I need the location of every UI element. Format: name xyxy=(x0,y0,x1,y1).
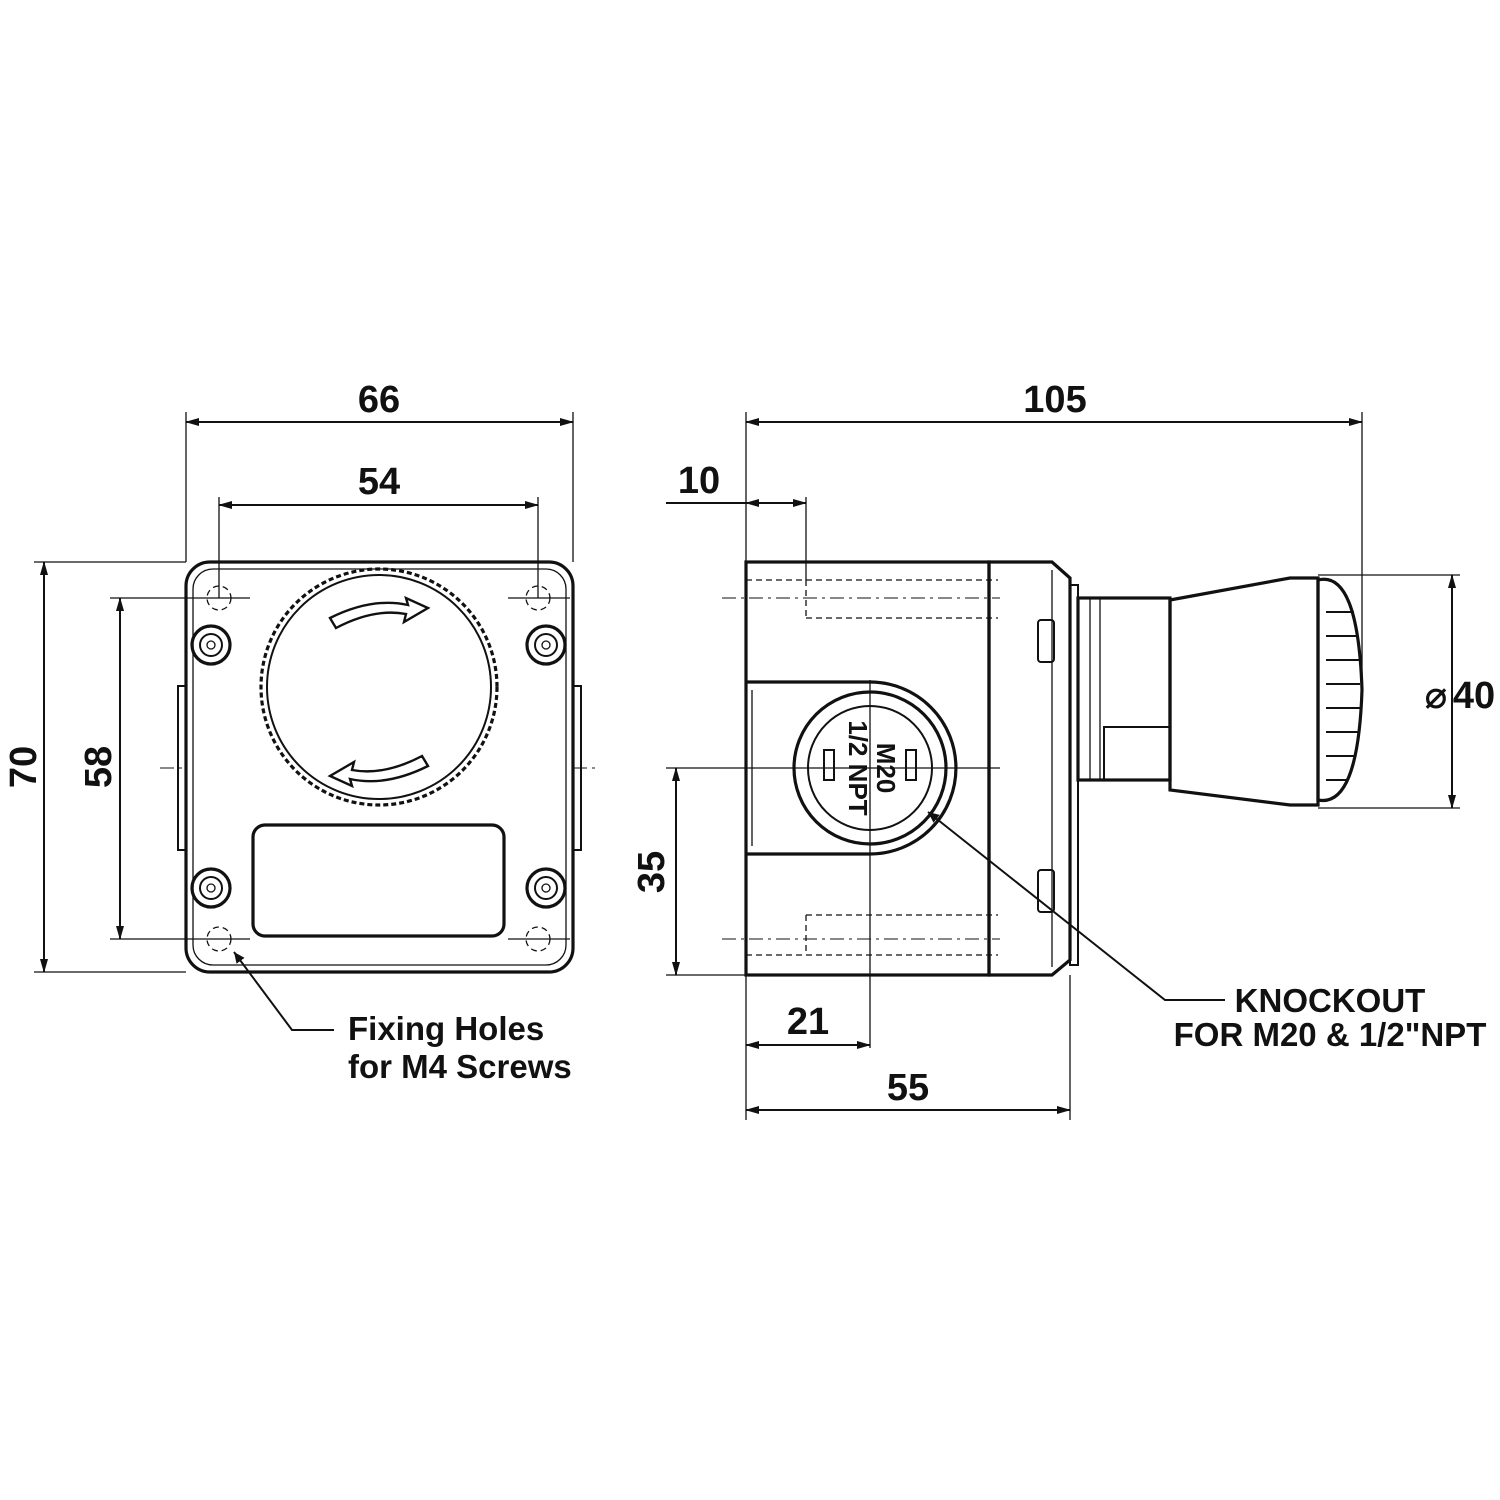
dim-58-label: 58 xyxy=(78,746,120,788)
dim-35-label: 35 xyxy=(631,851,673,893)
knockout-leader xyxy=(927,811,1225,1001)
screw-top-right xyxy=(525,624,567,666)
dim-66-label: 66 xyxy=(358,379,400,421)
side-hole-center-lines xyxy=(722,597,1000,940)
button-stem xyxy=(1076,596,1172,782)
screw-bottom-right xyxy=(525,867,567,909)
stem-key xyxy=(1103,726,1171,781)
diameter-icon: ⌀ xyxy=(1425,675,1448,717)
front-enclosure-inner xyxy=(192,568,567,966)
knockout-tab-left xyxy=(823,749,835,781)
side-view: M20 1/2 NPT xyxy=(631,379,1495,1120)
mushroom-head xyxy=(266,574,492,800)
dim-105-label: 105 xyxy=(1023,379,1086,421)
button-collar xyxy=(1168,576,1320,807)
twist-release-arrow-bottom xyxy=(327,754,430,789)
internal-thread-bottom xyxy=(746,914,998,956)
mushroom-head-side xyxy=(1316,577,1364,803)
front-extension-lines xyxy=(34,412,574,973)
fixing-holes-note-line2: for M4 Screws xyxy=(348,1048,572,1085)
knockout-note-line1: KNOCKOUT xyxy=(1235,982,1426,1019)
knockout-tab-right xyxy=(905,749,917,781)
fixing-holes-note-line1: Fixing Holes xyxy=(348,1010,544,1047)
dim-21-label: 21 xyxy=(787,1001,829,1043)
knockout-note-line2: FOR M20 & 1/2"NPT xyxy=(1174,1016,1487,1053)
front-enclosure-outline xyxy=(184,560,575,974)
side-lid xyxy=(987,560,1072,977)
front-view: 66 54 70 58 Fixing Holes for M4 Screws xyxy=(3,379,600,1085)
mushroom-head-knurl xyxy=(259,567,499,807)
lid-latch-top xyxy=(1037,619,1055,663)
label-plate xyxy=(251,823,506,938)
dim-54-label: 54 xyxy=(358,461,400,503)
twist-release-arrow-top xyxy=(328,595,431,630)
internal-thread-top xyxy=(746,579,998,619)
front-center-lines xyxy=(160,597,600,940)
fixing-holes-leader xyxy=(233,951,334,1031)
screw-top-left xyxy=(190,624,232,666)
dim-10-label: 10 xyxy=(678,460,720,502)
lid-latch-bottom xyxy=(1037,869,1055,913)
screw-bottom-left xyxy=(190,867,232,909)
dim-55-label: 55 xyxy=(887,1067,929,1109)
dim-40-label: 40 xyxy=(1453,675,1495,717)
mushroom-head-grip-ridges xyxy=(1326,611,1360,781)
dim-70-label: 70 xyxy=(3,746,45,788)
